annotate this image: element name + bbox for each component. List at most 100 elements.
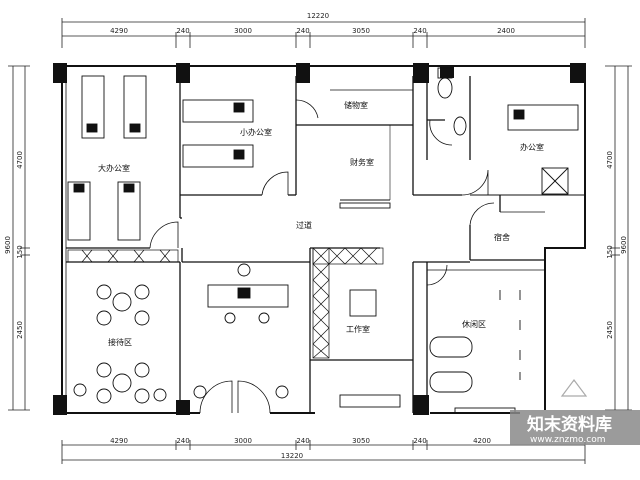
monitor bbox=[237, 287, 251, 299]
bottom-dim-segment-5: 3050 bbox=[352, 437, 370, 445]
watermark-url: www.znzmo.com bbox=[530, 435, 605, 445]
chair bbox=[134, 310, 150, 326]
counter bbox=[339, 202, 391, 209]
triangle-logo-icon bbox=[560, 379, 588, 397]
desk bbox=[123, 75, 147, 139]
room-label-reception: 接待区 bbox=[108, 337, 132, 347]
reception-desk bbox=[207, 284, 289, 308]
column bbox=[53, 395, 67, 415]
bottom-dim-segment-1: 4290 bbox=[110, 437, 128, 445]
work-table bbox=[349, 289, 377, 317]
reception-furniture bbox=[207, 263, 289, 324]
right-dim-bottom: 2450 bbox=[606, 321, 614, 339]
right-office-furniture bbox=[507, 104, 579, 195]
desk bbox=[507, 104, 579, 131]
leisure-furniture bbox=[429, 290, 521, 414]
top-dim-segment-3: 3000 bbox=[234, 27, 252, 35]
top-dim-segment-2: 240 bbox=[176, 27, 189, 35]
chair bbox=[233, 149, 245, 160]
room-label-leisure: 休闲区 bbox=[462, 319, 486, 329]
sofa bbox=[429, 336, 473, 358]
chair bbox=[86, 123, 98, 133]
left-dimension-chain bbox=[8, 65, 30, 411]
plant-icon bbox=[73, 383, 87, 397]
desk bbox=[67, 181, 91, 241]
bottom-dim-segment-3: 3000 bbox=[234, 437, 252, 445]
room-label-dorm: 宿舍 bbox=[494, 232, 510, 242]
top-dim-segment-5: 3050 bbox=[352, 27, 370, 35]
bottom-dim-segment-7: 4200 bbox=[473, 437, 491, 445]
plant-icon bbox=[237, 263, 251, 277]
bottom-dim-segment-2: 240 bbox=[176, 437, 189, 445]
cabinet bbox=[312, 247, 384, 265]
plant-icon bbox=[193, 385, 207, 399]
big-office-furniture bbox=[67, 75, 147, 241]
column bbox=[440, 66, 454, 78]
room-label-office: 办公室 bbox=[520, 142, 544, 152]
column bbox=[570, 63, 586, 83]
room-label-finance: 财务室 bbox=[350, 157, 374, 167]
top-dim-segment-6: 240 bbox=[413, 27, 426, 35]
work-room-furniture bbox=[339, 289, 401, 408]
room-label-corridor: 过道 bbox=[296, 220, 312, 230]
chair bbox=[134, 284, 150, 300]
plant-icon bbox=[153, 388, 167, 402]
structural-columns bbox=[53, 63, 586, 415]
plant-icon bbox=[275, 385, 289, 399]
watermark-backdrop bbox=[510, 410, 640, 445]
interior-walls bbox=[66, 76, 585, 413]
column bbox=[296, 63, 310, 83]
room-label-work-room: 工作室 bbox=[346, 324, 370, 334]
top-dim-segment-1: 4290 bbox=[110, 27, 128, 35]
chair bbox=[258, 312, 270, 324]
bottom-dimension-chain bbox=[61, 440, 586, 464]
column bbox=[176, 400, 190, 415]
left-dim-mid: 150 bbox=[16, 245, 24, 258]
column bbox=[53, 63, 67, 83]
right-dim-top: 4700 bbox=[606, 151, 614, 169]
chair bbox=[233, 102, 245, 113]
bottom-total-dimension: 13220 bbox=[281, 452, 303, 460]
left-dim-top: 4700 bbox=[16, 151, 24, 169]
bottom-dim-segment-6: 240 bbox=[413, 437, 426, 445]
top-dimension-chain bbox=[61, 18, 586, 48]
left-dim-total: 9600 bbox=[4, 236, 12, 254]
left-dim-bottom: 2450 bbox=[16, 321, 24, 339]
top-dim-segment-4: 240 bbox=[296, 27, 309, 35]
chair bbox=[96, 284, 112, 300]
chair bbox=[96, 388, 112, 404]
toilet-fixtures bbox=[437, 67, 467, 136]
chair bbox=[73, 183, 85, 193]
watermark-brand: 知末资料库 bbox=[526, 414, 612, 435]
column bbox=[413, 395, 429, 415]
watermark: 知末资料库 www.znzmo.com bbox=[510, 379, 640, 445]
round-table bbox=[112, 373, 132, 393]
chair bbox=[224, 312, 236, 324]
chair bbox=[129, 123, 141, 133]
chair bbox=[96, 362, 112, 378]
desk bbox=[117, 181, 141, 241]
chair bbox=[134, 388, 150, 404]
right-dim-total: 9600 bbox=[620, 236, 628, 254]
cabinet bbox=[312, 247, 330, 359]
counter bbox=[339, 394, 401, 408]
desk bbox=[182, 144, 254, 168]
room-label-big-office: 大办公室 bbox=[98, 163, 130, 173]
doors bbox=[149, 99, 495, 414]
desk bbox=[81, 75, 105, 139]
round-table bbox=[112, 292, 132, 312]
top-dim-segment-7: 2400 bbox=[497, 27, 515, 35]
room-label-storage: 储物室 bbox=[344, 100, 368, 110]
chair bbox=[134, 362, 150, 378]
cabinet bbox=[67, 249, 179, 263]
column bbox=[413, 63, 429, 83]
bottom-dim-segment-4: 240 bbox=[296, 437, 309, 445]
lower-left-furniture bbox=[73, 284, 289, 404]
chair bbox=[513, 109, 525, 120]
right-dimension-chain bbox=[605, 65, 632, 411]
corridor-cabinet bbox=[67, 247, 384, 359]
room-label-small-office: 小办公室 bbox=[240, 127, 272, 137]
right-dim-mid: 150 bbox=[606, 245, 614, 258]
small-office-furniture bbox=[182, 99, 254, 168]
chair bbox=[96, 310, 112, 326]
